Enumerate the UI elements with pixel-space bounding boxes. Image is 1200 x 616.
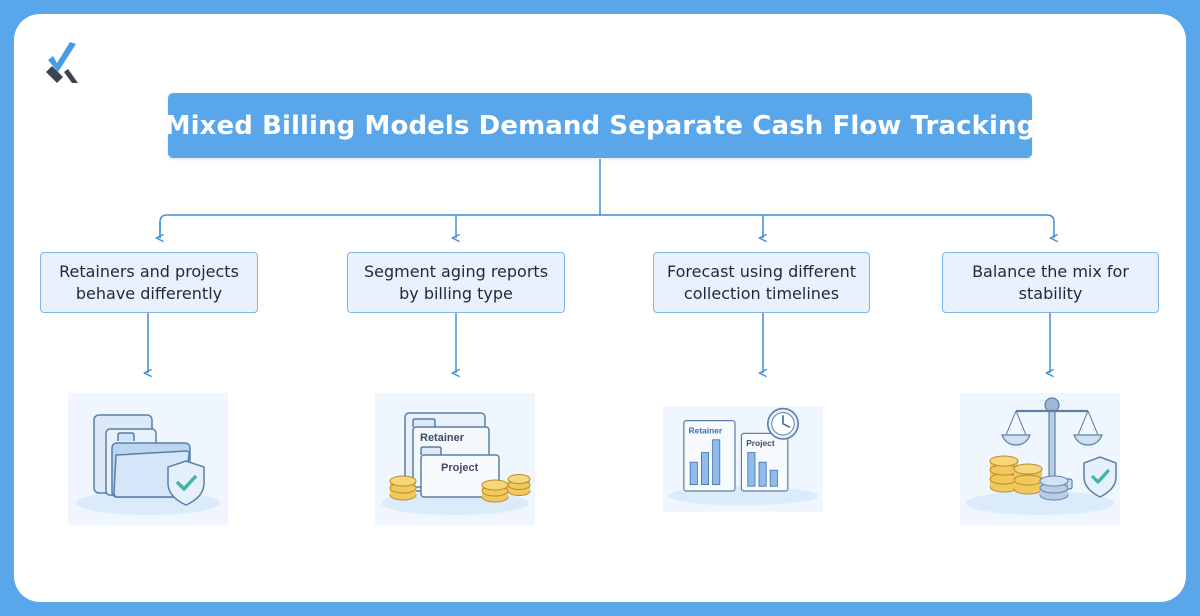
node-label: Retainers and projects behave differentl… <box>59 261 239 303</box>
balance-scale-coins-shield-illustration <box>960 393 1120 525</box>
node-forecast-timelines: Forecast using different collection time… <box>653 252 870 313</box>
diagram-title-box: Mixed Billing Models Demand Separate Cas… <box>165 93 1035 158</box>
node-label: Balance the mix for stability <box>972 261 1129 303</box>
brand-logo-icon <box>46 42 78 83</box>
diagram-title: Mixed Billing Models Demand Separate Cas… <box>164 110 1036 141</box>
project-text: Project <box>746 438 775 448</box>
node-retainers-projects: Retainers and projects behave differentl… <box>40 252 258 313</box>
secure-folders-illustration <box>68 393 228 525</box>
node-balance-mix: Balance the mix for stability <box>942 252 1159 313</box>
retainer-text: Retainer <box>420 432 465 444</box>
retainer-text: Retainer <box>689 425 723 435</box>
retainer-project-charts-clock-illustration: Retainer Project <box>663 406 823 512</box>
retainer-project-folders-coins-illustration: Retainer Project <box>375 393 535 525</box>
node-label: Segment aging reports by billing type <box>363 261 549 303</box>
project-text: Project <box>441 462 479 474</box>
node-label: Forecast using different collection time… <box>666 261 857 303</box>
node-segment-aging: Segment aging reports by billing type <box>347 252 565 313</box>
